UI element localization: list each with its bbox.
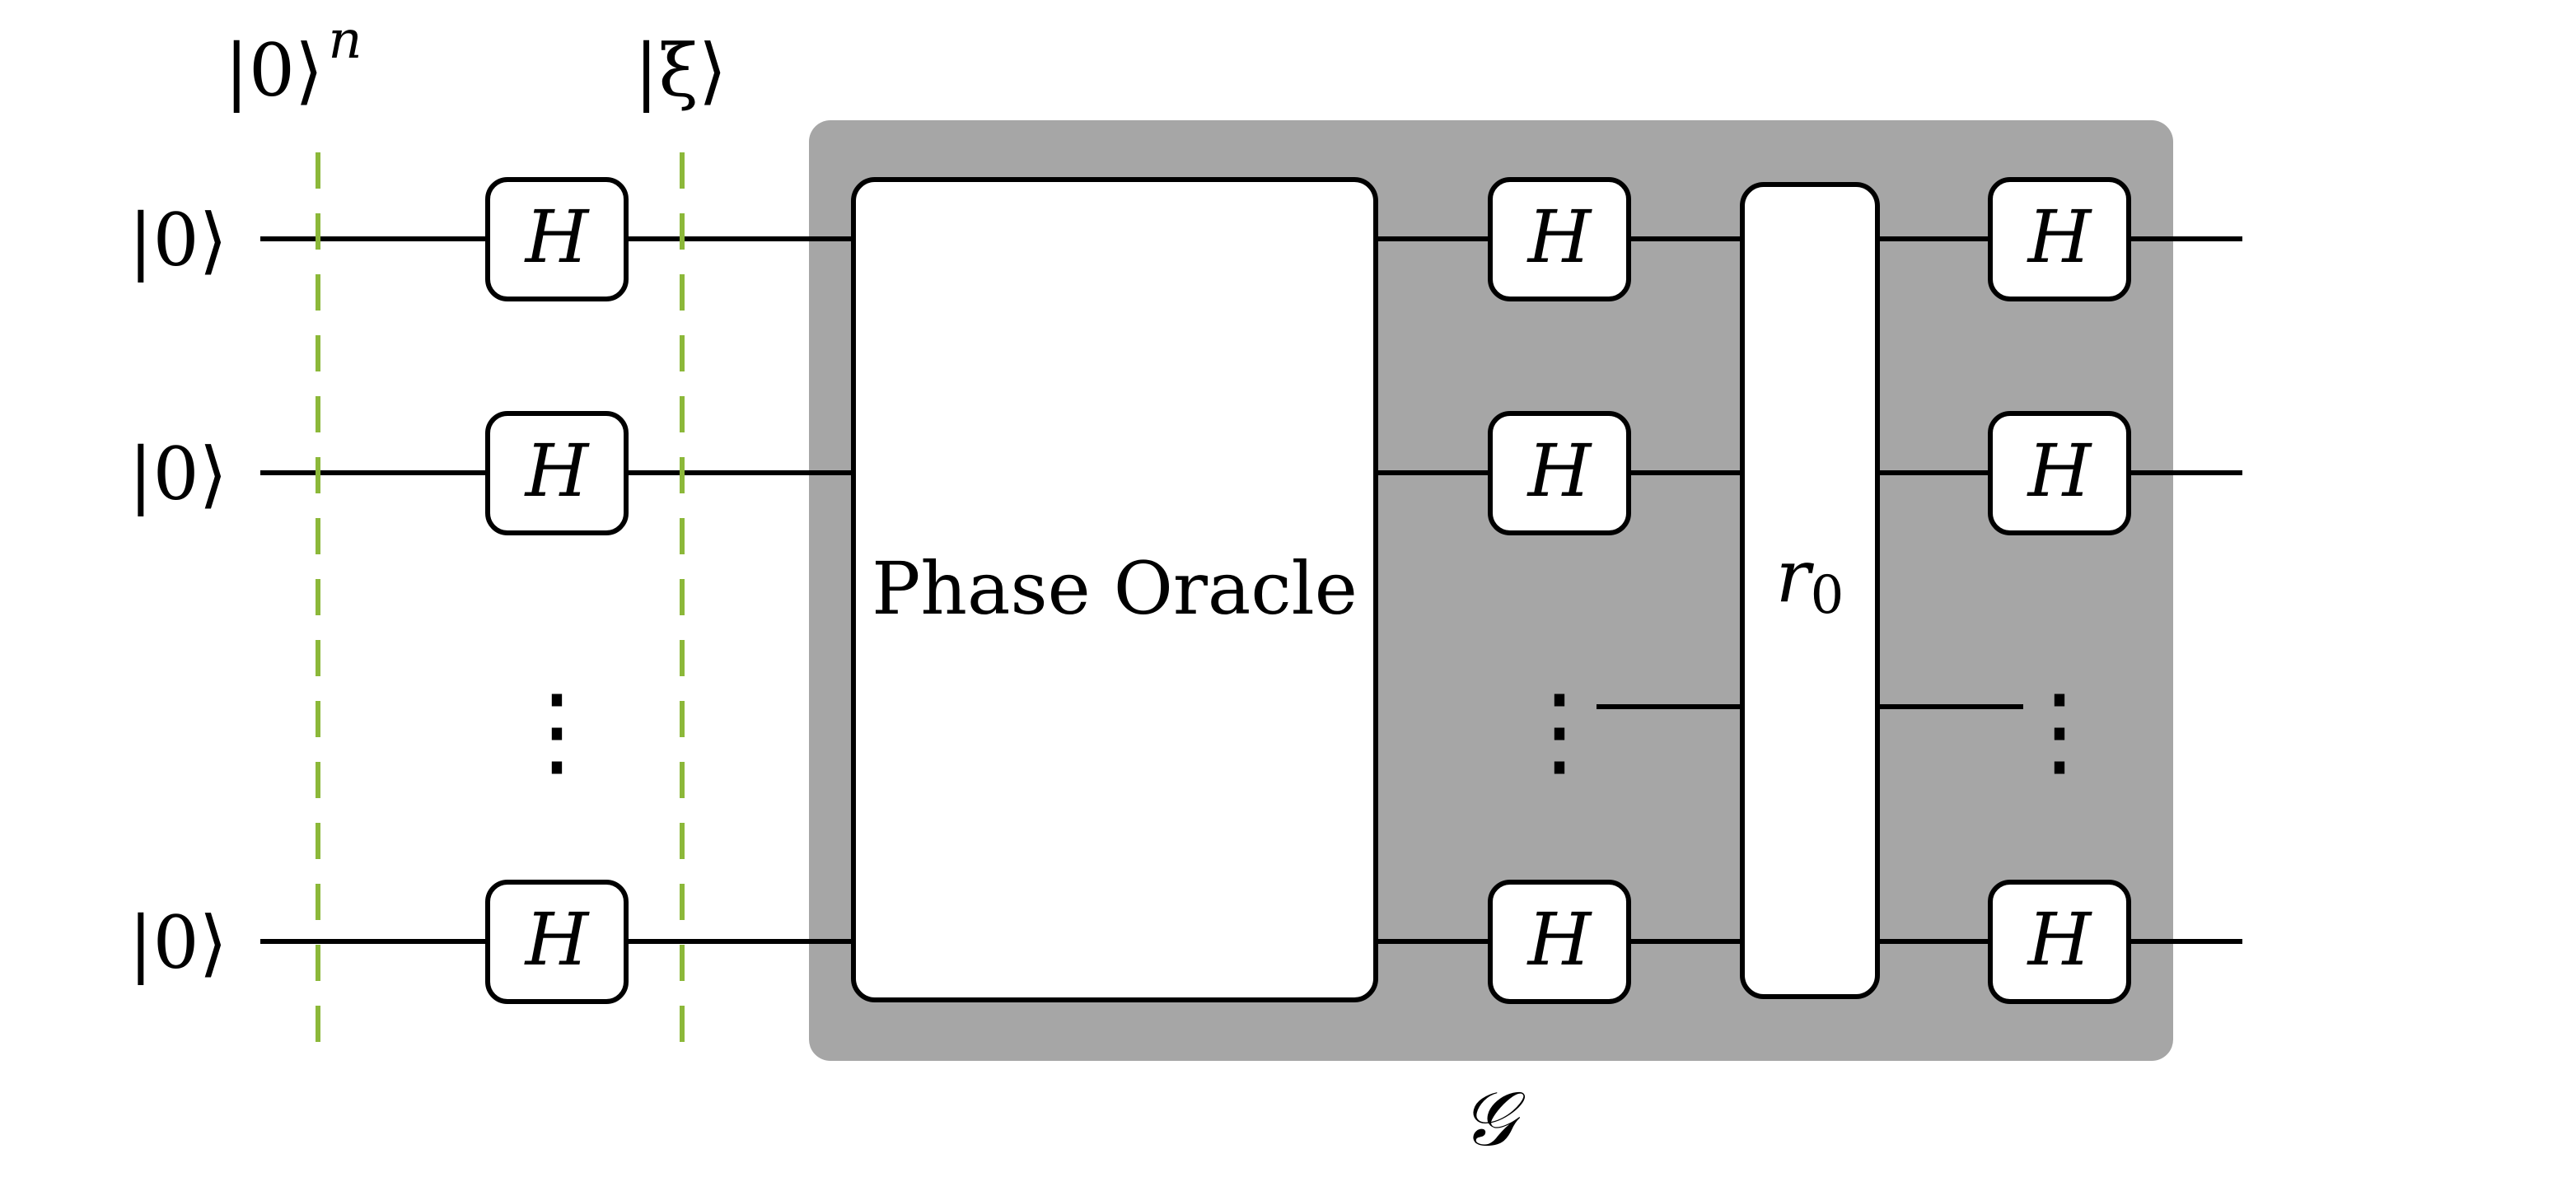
grover-operator-label: 𝒢 xyxy=(1461,1075,1526,1163)
phase-oracle-label: Phase Oracle xyxy=(872,546,1358,631)
hadamard-label: H xyxy=(524,194,591,279)
reflection-label: r0 xyxy=(1776,534,1844,626)
hadamard-label: H xyxy=(524,897,591,982)
hadamard-column-2: H H H xyxy=(1488,177,1631,1004)
hadamard-label: H xyxy=(2027,897,2093,982)
ellipsis-column-3: ⋮ xyxy=(2010,674,2109,788)
input-states: |0⟩ |0⟩ |0⟩ xyxy=(129,198,227,985)
ellipsis-column-2: ⋮ xyxy=(1510,674,1609,788)
initial-state-label: |0⟩n xyxy=(224,10,362,113)
input-ket-n: |0⟩ xyxy=(129,900,227,985)
hadamard-label: H xyxy=(524,428,591,513)
input-ket-2: |0⟩ xyxy=(129,432,227,516)
hadamard-gate: H xyxy=(1488,880,1631,1004)
hadamard-label: H xyxy=(2027,194,2093,279)
hadamard-column-3: H H H xyxy=(1988,177,2131,1004)
barriers xyxy=(316,152,685,1051)
hadamard-gate: H xyxy=(485,177,629,301)
ellipsis-column-1: ⋮ xyxy=(507,674,606,788)
hadamard-column-1: H H H xyxy=(485,177,629,1004)
hadamard-label: H xyxy=(1526,194,1593,279)
reflection-gate: r0 xyxy=(1740,182,1880,999)
barrier-labels: |0⟩n |ξ⟩ xyxy=(224,10,727,113)
hadamard-gate: H xyxy=(485,880,629,1004)
hadamard-gate: H xyxy=(485,411,629,535)
hadamard-gate: H xyxy=(1988,177,2131,301)
hadamard-gate: H xyxy=(1488,411,1631,535)
input-ket-1: |0⟩ xyxy=(129,198,227,283)
hadamard-gate: H xyxy=(1488,177,1631,301)
hadamard-gate: H xyxy=(1988,880,2131,1004)
hadamard-label: H xyxy=(1526,428,1593,513)
xi-state-label: |ξ⟩ xyxy=(634,28,727,113)
ellipses: ⋮ ⋮ ⋮ xyxy=(507,674,2109,788)
hadamard-label: H xyxy=(1526,897,1593,982)
phase-oracle: Phase Oracle xyxy=(851,177,1378,1002)
hadamard-label: H xyxy=(2027,428,2093,513)
hadamard-gate: H xyxy=(1988,411,2131,535)
